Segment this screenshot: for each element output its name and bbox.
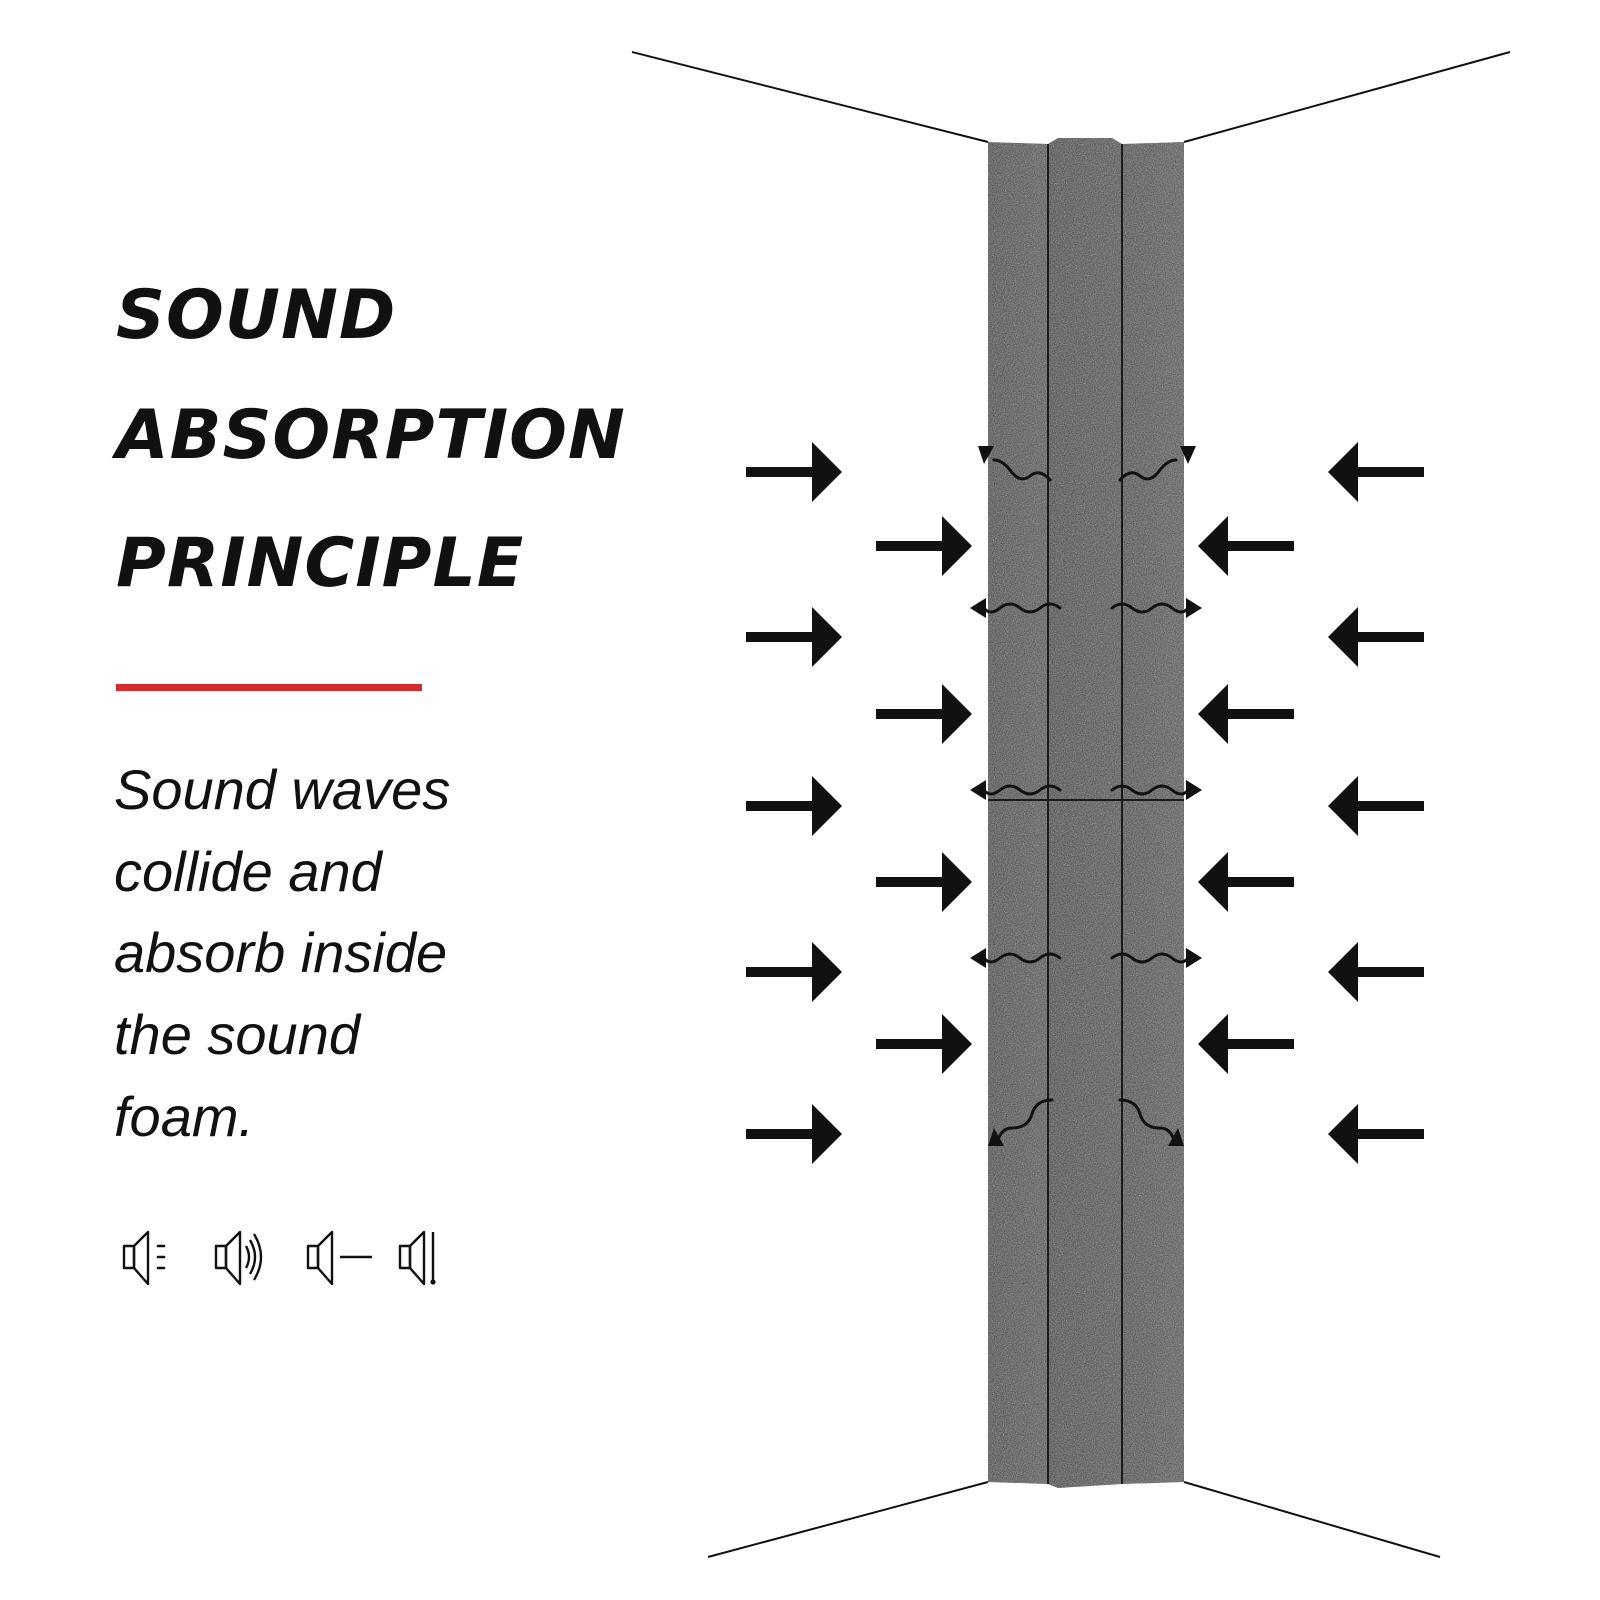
foam-panel	[988, 138, 1184, 1488]
wave-left-2	[982, 952, 1062, 964]
room-corner-lines	[631, 51, 1511, 1558]
wave-head-top-right	[1180, 446, 1196, 464]
speaker-low-icon	[122, 1230, 166, 1286]
description-line-5: foam.	[114, 1085, 255, 1148]
arrow-left-outer-0	[1328, 442, 1424, 502]
wave-right-0	[1110, 602, 1190, 614]
arrow-right-outer-0	[746, 442, 842, 502]
arrow-right-inner-1	[876, 684, 972, 744]
wave-bottom-right	[1118, 1098, 1176, 1142]
arrow-right-outer-3	[746, 942, 842, 1002]
arrow-left-outer-3	[1328, 942, 1424, 1002]
wave-head-top-left	[978, 446, 994, 464]
wave-left-0	[982, 602, 1062, 614]
arrow-left-inner-2	[1198, 852, 1294, 912]
wave-left-1	[982, 784, 1062, 796]
wave-head-bottom-left	[988, 1128, 1004, 1146]
heading-line-2: ABSORPTION	[116, 396, 626, 475]
wave-head-bottom-right	[1168, 1128, 1184, 1146]
wave-head-right-0	[1186, 598, 1202, 618]
speaker-flat-icon	[306, 1230, 372, 1286]
speaker-muted-icon	[398, 1230, 436, 1286]
arrow-left-outer-4	[1328, 1104, 1424, 1164]
arrow-right-outer-1	[746, 607, 842, 667]
inward-arrows	[746, 442, 1424, 1164]
wave-top-right	[1118, 458, 1178, 482]
arrow-right-inner-3	[876, 1014, 972, 1074]
description-line-1: Sound waves	[114, 758, 451, 821]
description-line-2: collide and	[114, 840, 382, 903]
arrow-right-inner-0	[876, 516, 972, 576]
arrow-right-outer-4	[746, 1104, 842, 1164]
wave-head-right-1	[1186, 780, 1202, 800]
description-line-3: absorb inside	[114, 921, 448, 984]
accent-divider	[116, 684, 422, 691]
speaker-waves-icon	[214, 1230, 263, 1286]
foam-edges	[988, 144, 1184, 1484]
arrow-left-inner-1	[1198, 684, 1294, 744]
arrow-left-inner-3	[1198, 1014, 1294, 1074]
arrow-left-outer-1	[1328, 607, 1424, 667]
heading-line-1: SOUND	[116, 276, 397, 355]
wave-bottom-left	[996, 1098, 1054, 1142]
wave-right-1	[1110, 784, 1190, 796]
wave-head-left-0	[970, 598, 986, 618]
inner-wave-arrows	[970, 446, 1202, 1146]
arrow-right-inner-2	[876, 852, 972, 912]
arrow-left-outer-2	[1328, 776, 1424, 836]
wave-top-left	[992, 458, 1052, 482]
wave-head-left-2	[970, 948, 986, 968]
wave-head-right-2	[1186, 948, 1202, 968]
arrow-right-outer-2	[746, 776, 842, 836]
heading-line-3: PRINCIPLE	[116, 524, 525, 603]
wave-right-2	[1110, 952, 1190, 964]
arrow-left-inner-0	[1198, 516, 1294, 576]
wave-head-left-1	[970, 780, 986, 800]
description-line-4: the sound	[114, 1003, 360, 1066]
